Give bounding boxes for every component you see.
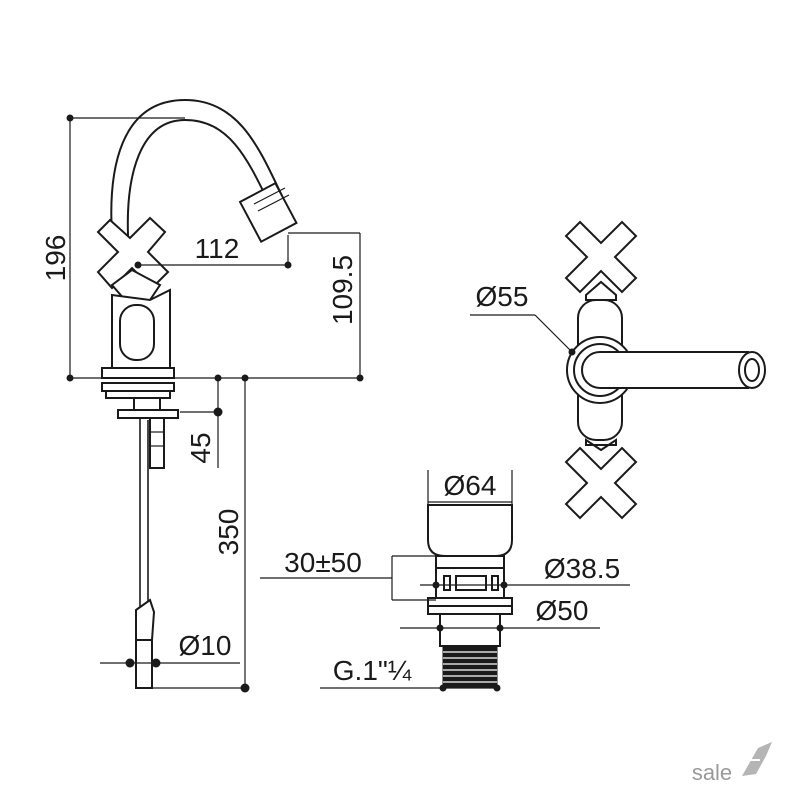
cross-handle-side: [96, 216, 170, 301]
dim-109-5: 109.5: [327, 255, 358, 325]
dimension-lines-side: [66, 114, 364, 693]
connector-tail: [149, 417, 165, 469]
dim-196: 196: [40, 235, 71, 282]
faucet-base: [101, 367, 179, 419]
dim-cap-diameter: Ø64: [444, 470, 497, 501]
dim-flange-diameter: Ø50: [536, 595, 589, 626]
pop-up-waste: [427, 504, 513, 689]
cross-handle-top: [564, 220, 638, 294]
faucet-side-view: [96, 98, 298, 689]
waste-cap: [427, 504, 513, 557]
watermark-logo: sale: [692, 742, 772, 785]
dim-thread: G.1"¼: [333, 655, 412, 686]
dimension-lines-waste: [260, 470, 630, 692]
faucet-body: [111, 288, 171, 369]
aerator: [238, 181, 298, 244]
dim-hose-diameter: Ø10: [179, 630, 232, 661]
dim-112: 112: [195, 233, 240, 264]
dim-350: 350: [213, 509, 244, 556]
faucet-top-view: [564, 220, 766, 520]
dim-stroke: 30±50: [284, 547, 362, 578]
flex-hose: [135, 418, 156, 689]
dimension-labels-side: 196 112 109.5 45 350 Ø10: [40, 233, 358, 661]
dim-handle-diameter: Ø55: [476, 281, 529, 312]
dimension-top-view: Ø55: [470, 281, 576, 356]
watermark-text: sale: [692, 760, 732, 785]
dimension-labels-waste: Ø64 30±50 Ø38.5 Ø50 G.1"¼: [284, 470, 620, 686]
dim-body-diameter: Ø38.5: [544, 553, 620, 584]
waste-thread: [442, 645, 498, 689]
cross-handle-bottom: [564, 446, 638, 520]
dim-45: 45: [185, 432, 216, 463]
